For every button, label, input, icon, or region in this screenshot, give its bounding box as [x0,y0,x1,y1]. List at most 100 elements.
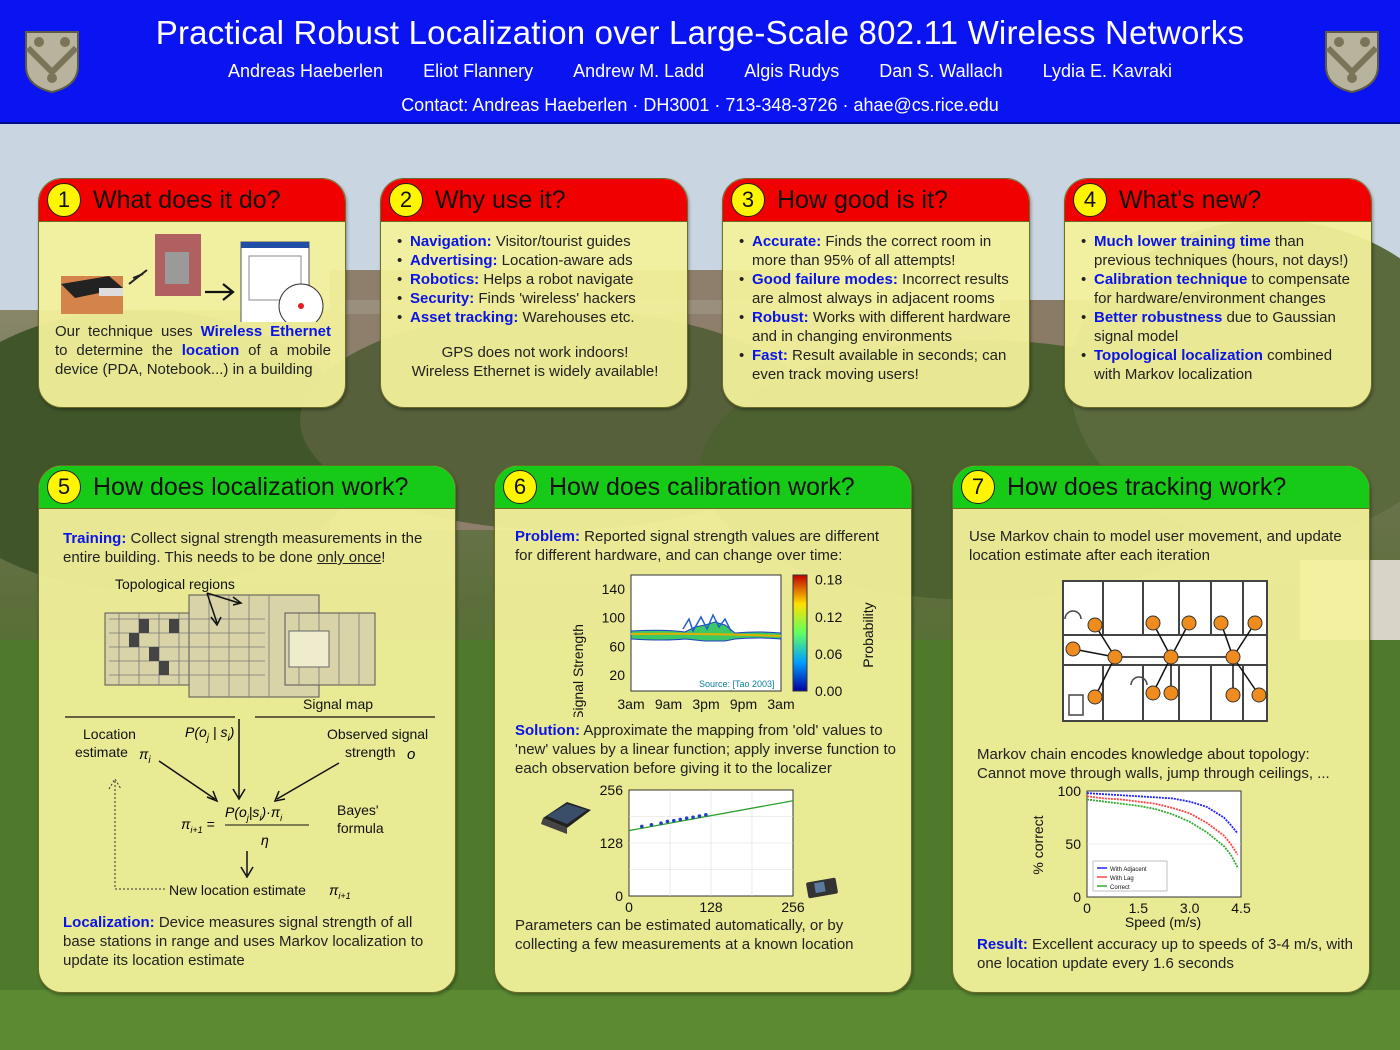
label-observed-signal: strength [345,744,396,760]
body-text: to compensate for hardware/environment c… [1094,271,1350,307]
label-bayes-formula: formula [337,820,384,836]
formula-likelihood: P(oj | si) [185,724,234,744]
panel-number-badge: 3 [731,183,765,217]
author-name: Dan S. Wallach [879,61,1003,81]
axis-title-y: Signal Strength [570,624,586,717]
x-tick-label: 0 [1083,900,1091,916]
x-tick-label: 1.5 [1129,900,1149,916]
list-item: Advertising: Location-aware ads [397,251,673,270]
keyword: Fast: [752,347,788,364]
list-item: Much lower training time than previous t… [1081,232,1357,270]
body-text: Device measures signal strength of all b… [63,914,424,969]
bayes-denominator: η [261,832,269,848]
x-tick-label: 3.0 [1180,900,1200,916]
list-item: Fast: Result available in seconds; can e… [739,346,1015,384]
panel-body: Training: Collect signal strength measur… [39,509,455,567]
poster-header: Practical Robust Localization over Large… [0,0,1400,124]
colorbar [792,574,808,692]
body-text: of a mobile device (PDA, Notebook...) in… [55,342,331,378]
body-text: Parameters can be estimated automaticall… [515,917,854,953]
feedback-arrow [108,778,165,890]
x-tick-label: 4.5 [1231,900,1251,916]
keyword: Better robustness [1094,309,1223,326]
list-item: Accurate: Finds the correct room in more… [739,232,1015,270]
author-name: Andreas Haeberlen [227,61,384,81]
keyword: Localization: [63,914,155,931]
body-text: to determine the [55,342,182,359]
state-node [1251,687,1267,703]
arrow [158,760,219,803]
x-tick-label: 9am [655,696,682,712]
keyword: Wireless Ethernet [200,323,331,340]
panel-body: Parameters can be estimated automaticall… [495,912,911,954]
bullet-list: Much lower training time than previous t… [1081,232,1357,384]
scatter-point [678,817,683,822]
arrow [240,851,254,879]
panel-body: Navigation: Visitor/tourist guides Adver… [381,222,687,381]
arrow [206,592,243,606]
colorbar-tick-label: 0.06 [815,646,842,662]
label-observed-signal: Observed signal [327,726,428,742]
body-text: Warehouses etc. [518,309,635,326]
poster-title: Practical Robust Localization over Large… [155,14,1245,51]
x-tick-label: 3am [767,696,794,712]
panel-title: What's new? [1119,185,1262,214]
x-tick-label: 128 [699,899,723,912]
x-tick-label: 3pm [692,696,719,712]
scatter-points [640,813,708,829]
panel-body: Our technique uses Wireless Ethernet to … [39,322,345,379]
panel-number-badge: 1 [47,183,81,217]
scatter-point [691,815,695,820]
y-tick-label: 0 [1073,889,1081,905]
localization-diagram: Topological regions Signal map Location … [65,576,435,901]
floor-map-screenshot [240,241,324,322]
scatter-point [649,822,654,827]
list-item: Good failure modes: Incorrect results ar… [739,270,1015,308]
note: GPS does not work indoors!Wireless Ether… [397,343,673,381]
state-node [1087,617,1103,633]
arrow [273,762,340,803]
arrow [232,719,246,801]
state-nodes [1065,615,1267,705]
y-tick-label: 100 [1058,785,1082,799]
keyword: Good failure modes: [752,271,898,288]
scatter-point [672,818,676,823]
device-illustration [61,234,324,322]
label-topological-regions: Topological regions [115,576,235,592]
keyword: Robotics: [410,271,480,288]
legend-label: With Lag [1110,876,1134,882]
list-item: Calibration technique to compensate for … [1081,270,1357,308]
keyword: Robust: [752,309,809,326]
series-line [1086,798,1239,868]
wireless-card-icon [61,276,123,314]
body-text: Excellent accuracy up to speeds of 3-4 m… [977,936,1353,972]
label-new-location-estimate: New location estimate [169,882,306,898]
symbol-pi-next: πi+1 [329,882,351,901]
panel-body: Use Markov chain to model user movement,… [953,509,1369,565]
keyword: Calibration technique [1094,271,1248,288]
panel-body: Much lower training time than previous t… [1065,222,1371,384]
symbol-pi: πi [139,746,151,766]
list-item: Robust: Works with different hardware an… [739,308,1015,346]
keyword: Topological localization [1094,347,1263,364]
list-item: Better robustness due to Gaussian signal… [1081,308,1357,346]
keyword: Result: [977,936,1028,953]
body-text: combined with Markov localization [1094,347,1333,383]
author-name: Eliot Flannery [423,61,534,81]
x-tick-labels: 0 1.5 3.0 4.5 [1083,900,1251,916]
state-node [1107,649,1123,665]
